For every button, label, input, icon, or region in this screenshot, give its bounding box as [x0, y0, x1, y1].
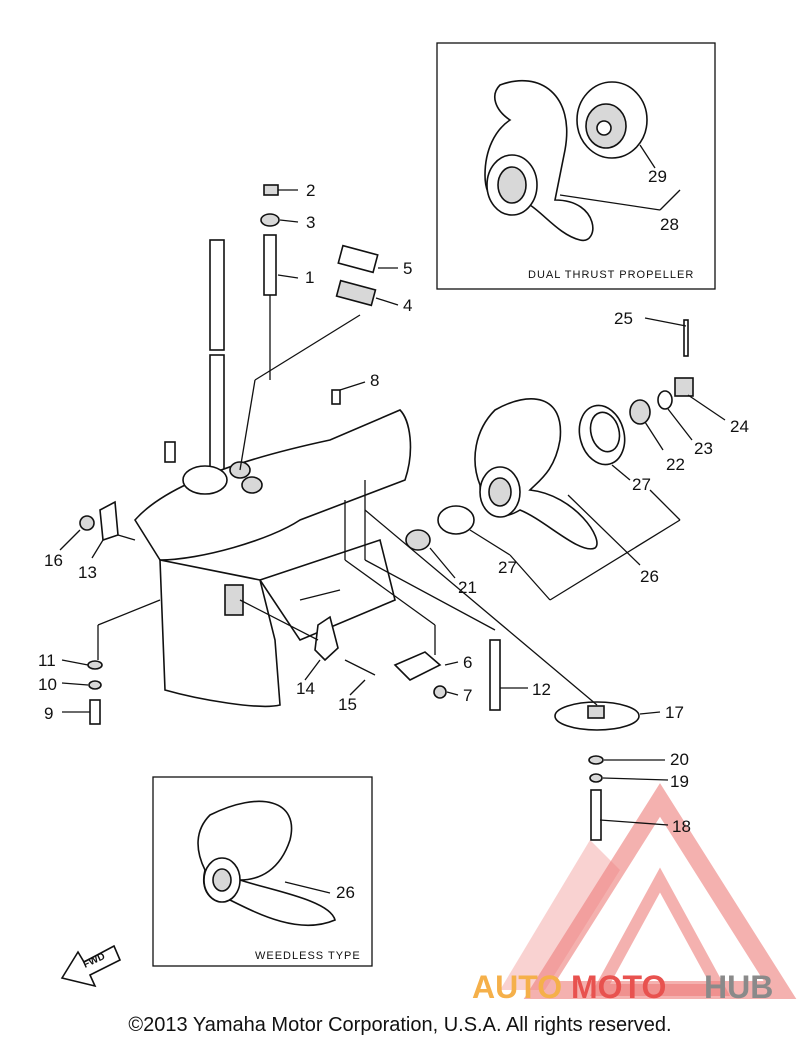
- watermark-logo: [500, 783, 797, 999]
- callout-1: 1: [305, 268, 314, 287]
- callout-21: 21: [458, 578, 477, 597]
- callout-7: 7: [463, 686, 472, 705]
- callout-18: 18: [672, 817, 691, 836]
- callout-19: 19: [670, 772, 689, 791]
- weedless-label: WEEDLESS TYPE: [255, 950, 361, 962]
- dual-thrust-label: DUAL THRUST PROPELLER: [528, 269, 694, 281]
- watermark-text: AUTO MOTO HUB: [472, 969, 773, 1005]
- callout-12: 12: [532, 680, 551, 699]
- watermark-auto: AUTO: [472, 969, 562, 1005]
- callout-3: 3: [306, 213, 315, 232]
- propeller-main: [405, 319, 694, 551]
- callout-11: 11: [38, 651, 56, 670]
- callout-8: 8: [370, 371, 379, 390]
- callout-26-weedless: 26: [336, 883, 355, 902]
- callout-26: 26: [640, 567, 659, 586]
- callout-30: 29: [648, 167, 667, 186]
- callout-24: 24: [730, 417, 749, 436]
- callout-20: 20: [670, 750, 689, 769]
- callout-16: 16: [44, 551, 63, 570]
- fwd-arrow: FWD: [60, 944, 122, 988]
- copyright-notice: ©2013 Yamaha Motor Corporation, U.S.A. A…: [128, 1014, 672, 1036]
- callout-10: 10: [38, 675, 57, 694]
- shaft-parts: [164, 184, 379, 463]
- callout-4: 4: [403, 296, 412, 315]
- dual-thrust-box: DUAL THRUST PROPELLER: [436, 42, 716, 290]
- callout-9: 9: [44, 704, 53, 723]
- callout-23: 23: [694, 439, 713, 458]
- watermark-moto: MOTO: [571, 969, 666, 1005]
- callout-22: 22: [666, 455, 685, 474]
- callout-27: 27: [498, 558, 517, 577]
- callout-28: 27: [632, 475, 651, 494]
- callout-2: 2: [306, 181, 315, 200]
- callout-5: 5: [403, 259, 412, 278]
- lower-casing: [134, 239, 412, 708]
- callout-15: 15: [338, 695, 357, 714]
- callout-6: 6: [463, 653, 472, 672]
- callout-14: 14: [296, 679, 315, 698]
- watermark-hub: HUB: [704, 969, 773, 1005]
- callout-25: 25: [614, 309, 633, 328]
- callout-13: 13: [78, 563, 97, 582]
- callout-17: 17: [665, 703, 684, 722]
- weedless-box: WEEDLESS TYPE: [152, 776, 373, 967]
- callout-29: 28: [660, 215, 679, 234]
